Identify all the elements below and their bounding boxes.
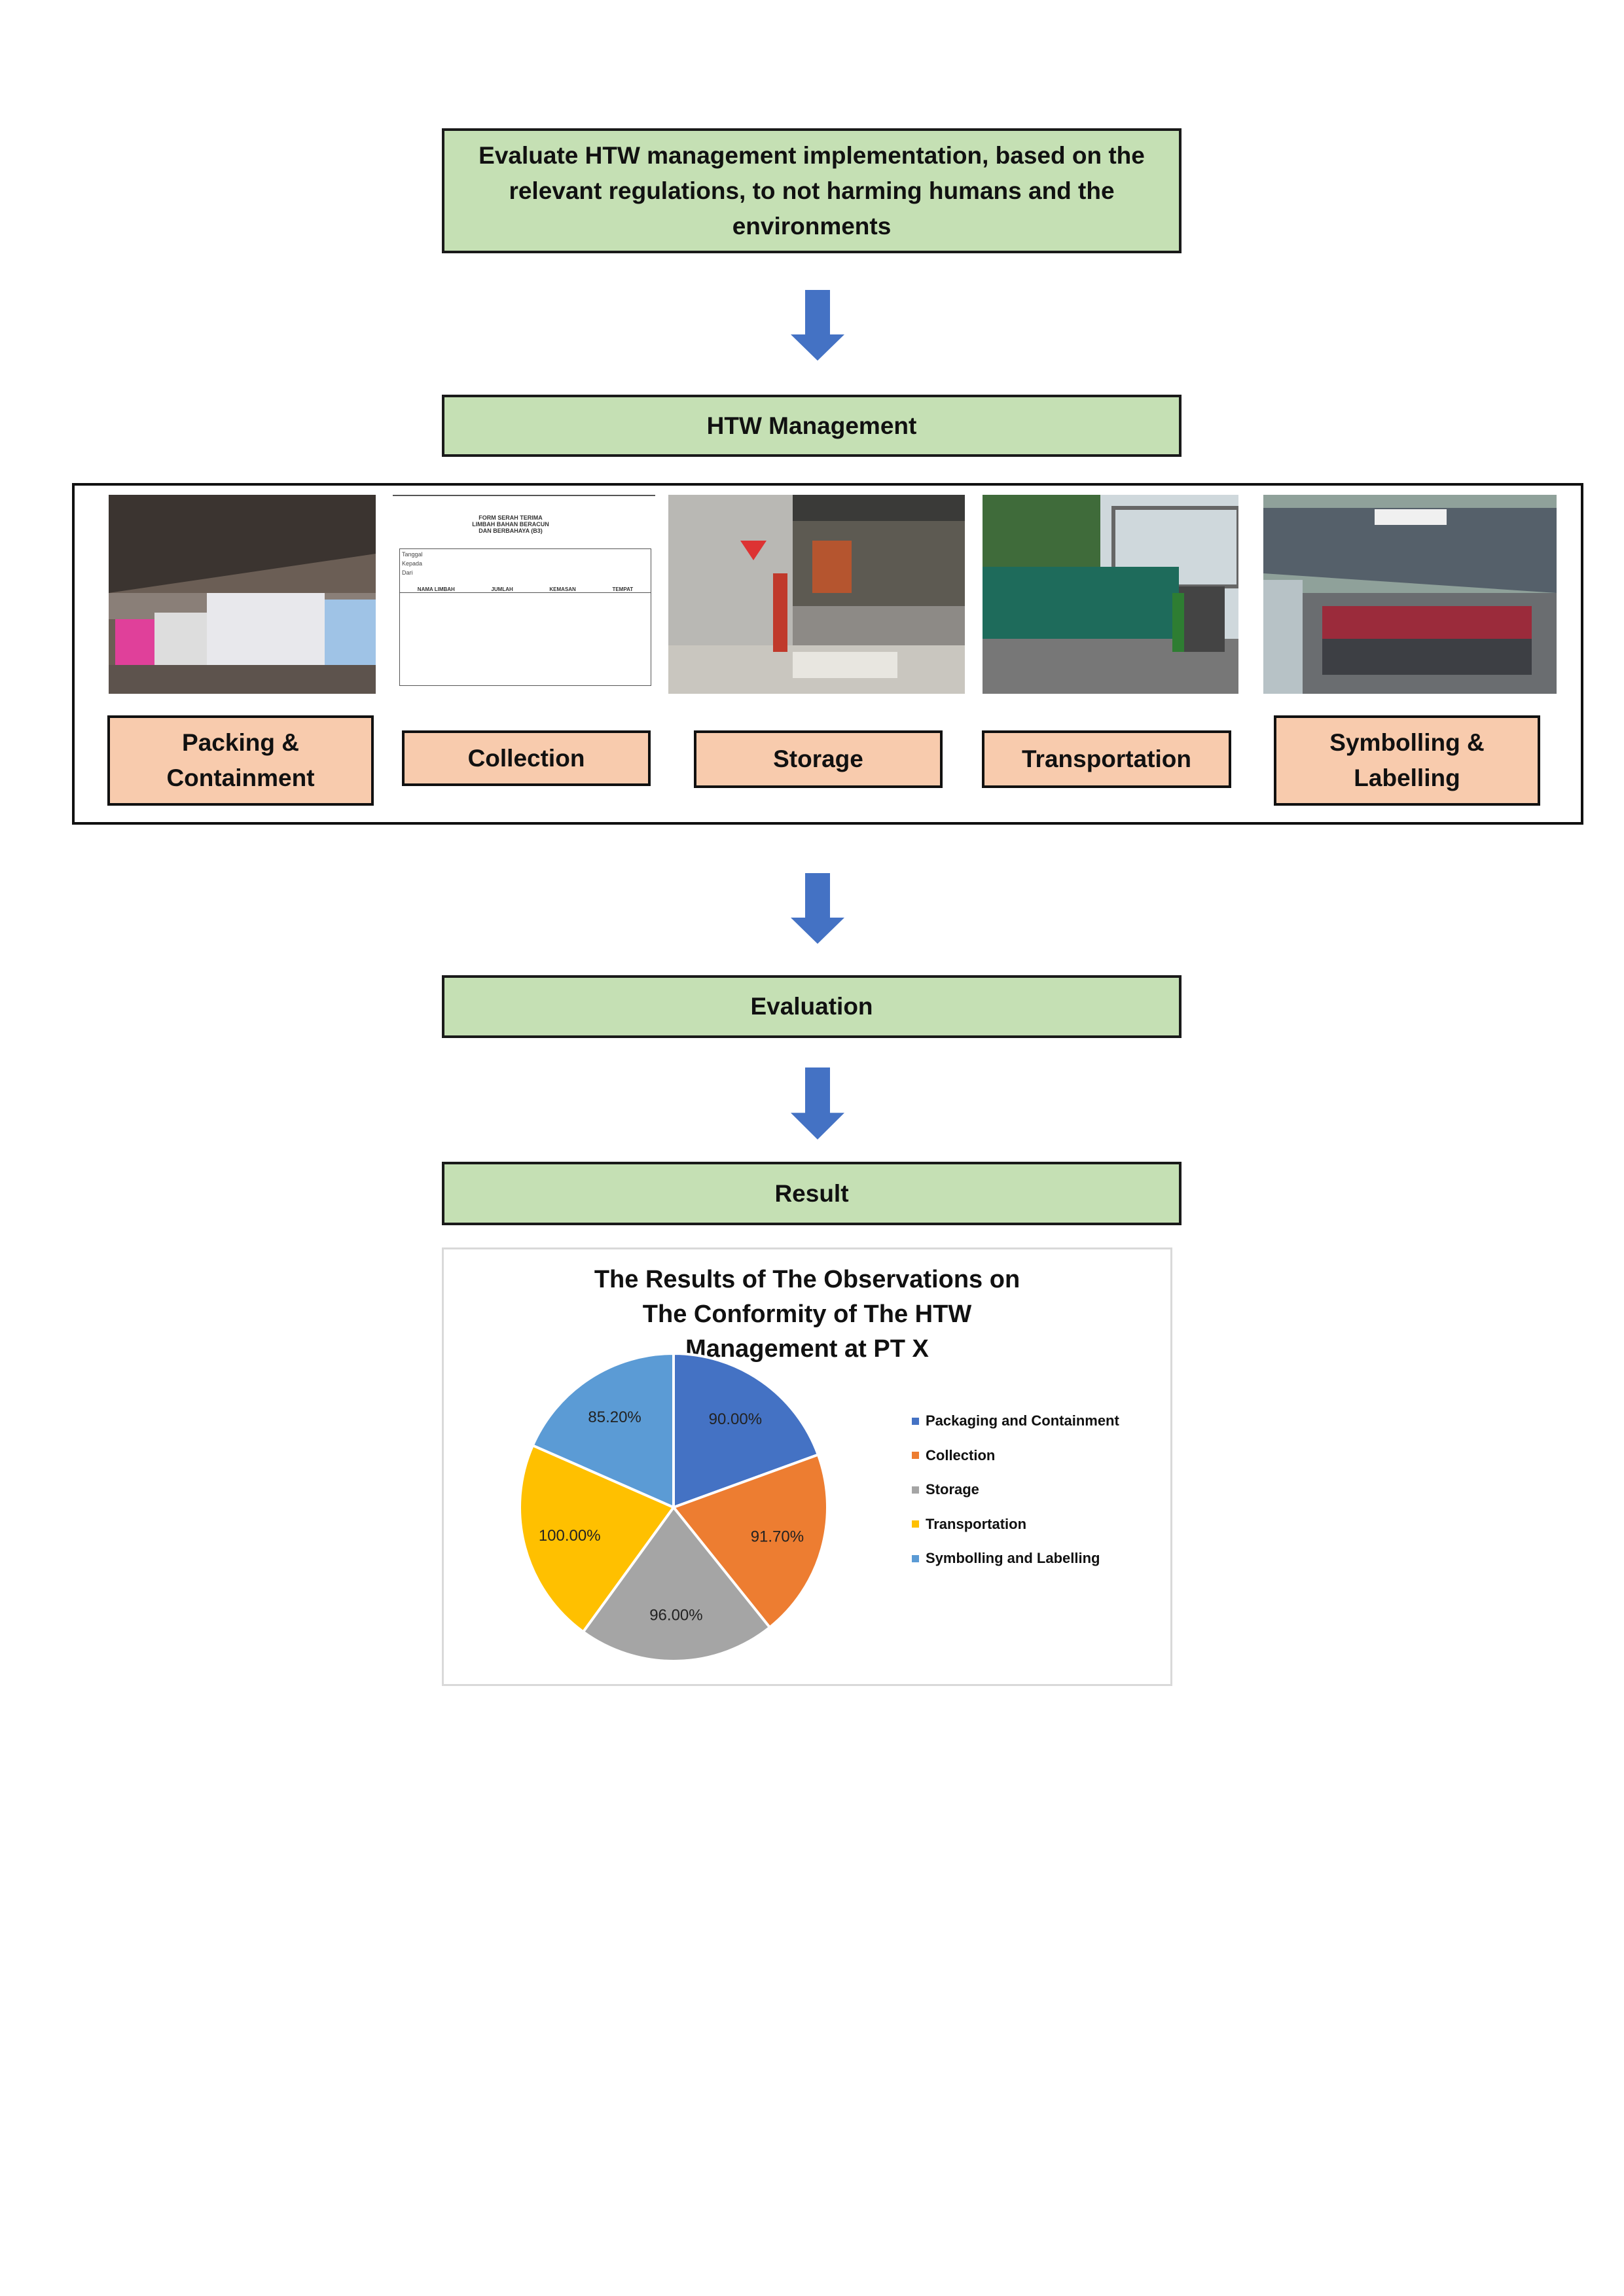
data-label: 96.00% <box>649 1606 702 1624</box>
handover-form-photo: FORM SERAH TERIMA LIMBAH BAHAN BERACUN D… <box>393 495 655 694</box>
stage-storage: Storage <box>694 730 943 788</box>
stage-collection: Collection <box>402 730 651 786</box>
evaluation-text: Evaluation <box>750 993 873 1020</box>
data-label: 90.00% <box>709 1410 762 1428</box>
data-label: 85.20% <box>588 1408 641 1426</box>
form-title: FORM SERAH TERIMA LIMBAH BAHAN BERACUN D… <box>472 514 549 534</box>
storage-area-photo <box>668 495 965 694</box>
legend-swatch <box>912 1520 919 1528</box>
legend-item: Collection <box>912 1439 1119 1473</box>
form-field: Tanggal <box>402 551 423 558</box>
truck-photo <box>983 495 1238 694</box>
stage-label: Storage <box>773 745 863 772</box>
legend-item: Transportation <box>912 1507 1119 1542</box>
legend-label: Symbolling and Labelling <box>926 1550 1100 1567</box>
evaluation-box: Evaluation <box>442 975 1182 1038</box>
form-column: NAMA LIMBAH <box>417 586 455 592</box>
stage-label: Packing & Containment <box>166 729 315 791</box>
labelled-shelter-photo <box>1263 495 1557 694</box>
pie-slice-1 <box>671 1453 829 1630</box>
form-column: TEMPAT <box>612 586 634 592</box>
form-column: JUMLAH <box>491 586 513 592</box>
legend-label: Storage <box>926 1481 979 1498</box>
form-field: Dari <box>402 569 413 576</box>
pie-slice-0 <box>672 1352 820 1509</box>
warehouse-photo <box>109 495 376 694</box>
stages-frame <box>72 483 1583 825</box>
chart-title: The Results of The Observations on The C… <box>594 1266 1020 1363</box>
legend-item: Packaging and Containment <box>912 1404 1119 1439</box>
legend-item: Storage <box>912 1473 1119 1507</box>
result-text: Result <box>774 1179 849 1207</box>
legend-label: Collection <box>926 1446 996 1463</box>
objective-box: Evaluate HTW management implementation, … <box>442 128 1182 253</box>
htw-management-text: HTW Management <box>706 412 917 439</box>
arrow-down-icon <box>791 873 844 944</box>
stage-packing-containment: Packing & Containment <box>107 715 374 806</box>
result-box: Result <box>442 1162 1182 1225</box>
pie-slice-4 <box>531 1352 675 1510</box>
arrow-down-icon <box>791 290 844 361</box>
legend-swatch <box>912 1452 919 1460</box>
legend-swatch <box>912 1554 919 1562</box>
htw-management-box: HTW Management <box>442 395 1182 457</box>
pie-slice-3 <box>518 1443 676 1634</box>
stage-symbolling-labelling: Symbolling & Labelling <box>1274 715 1540 806</box>
legend-item: Symbolling and Labelling <box>912 1541 1119 1576</box>
stage-transportation: Transportation <box>982 730 1231 788</box>
data-label: 91.70% <box>751 1528 804 1545</box>
pie-plot: 90.00% 91.70% 96.00% 100.00% 85.20% <box>518 1352 829 1662</box>
arrow-down-icon <box>791 1067 844 1139</box>
objective-text: Evaluate HTW management implementation, … <box>478 141 1145 240</box>
stage-label: Symbolling & Labelling <box>1329 729 1485 791</box>
legend-label: Packaging and Containment <box>926 1412 1119 1429</box>
pie-slice-2 <box>581 1505 772 1662</box>
stage-label: Transportation <box>1021 745 1192 772</box>
legend-swatch <box>912 1486 919 1494</box>
legend-label: Transportation <box>926 1515 1027 1532</box>
form-column: KEMASAN <box>549 586 576 592</box>
data-label: 100.00% <box>539 1527 601 1545</box>
form-field: Kepada <box>402 560 423 567</box>
legend-swatch <box>912 1417 919 1425</box>
stage-label: Collection <box>467 744 585 772</box>
pie-chart: The Results of The Observations on The C… <box>442 1247 1172 1686</box>
